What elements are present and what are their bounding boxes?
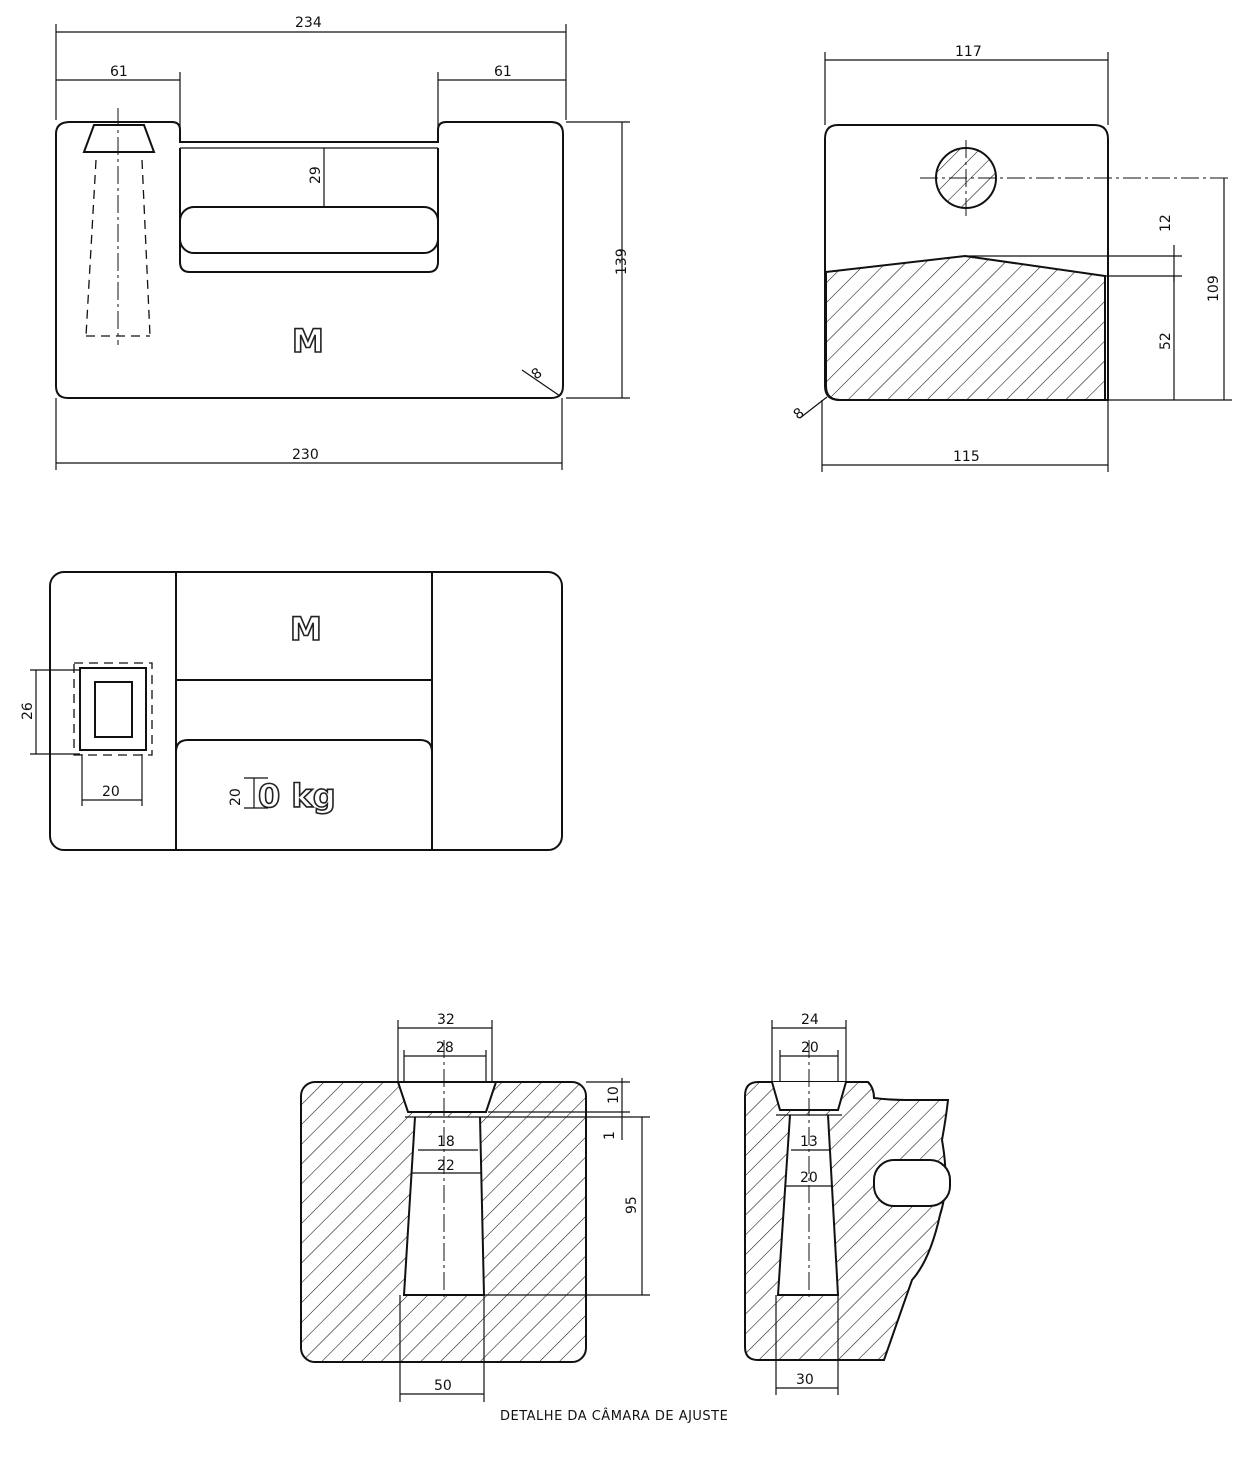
top-dim-char-height: 20 [228, 788, 244, 806]
detail-left-section: 32 28 10 1 18 22 95 50 [300, 1012, 650, 1402]
front-dim-height: 139 [614, 248, 630, 275]
front-dim-handle-gap: 29 [308, 166, 324, 184]
front-dim-radius: 8 [529, 365, 546, 383]
side-dim-top: 117 [955, 44, 982, 60]
front-dim-bottom: 230 [292, 447, 319, 463]
detail-left-dim-plug-height: 10 [606, 1086, 622, 1104]
side-dim-hole-offset: 12 [1158, 214, 1174, 232]
side-dim-hole-height: 109 [1206, 275, 1222, 302]
top-dim-slot-width: 20 [102, 784, 120, 800]
detail-left-dim-gap: 1 [602, 1131, 618, 1140]
front-view: M 234 61 61 29 139 230 8 [55, 15, 630, 470]
detail-right-dim-cavity-bottom: 30 [796, 1372, 814, 1388]
detail-right-dim-inner-top: 20 [801, 1040, 819, 1056]
detail-left-dim-cavity-bottom: 50 [434, 1378, 452, 1394]
detail-right-dim-outer-top: 24 [801, 1012, 819, 1028]
detail-left-dim-outer-top: 32 [437, 1012, 455, 1028]
detail-right-dim-neck: 13 [800, 1134, 818, 1150]
front-dim-top: 234 [295, 15, 322, 31]
detail-left-dim-depth: 95 [624, 1196, 640, 1214]
side-dim-body: 52 [1158, 332, 1174, 350]
side-view: 117 12 109 52 8 115 [791, 44, 1232, 472]
detail-left-dim-neck: 18 [437, 1134, 455, 1150]
detail-left-dim-inner-top: 28 [436, 1040, 454, 1056]
detail-left-dim-cavity-top: 22 [437, 1158, 455, 1174]
front-mark: M [292, 322, 324, 360]
detail-caption: DETALHE DA CÂMARA DE AJUSTE [500, 1408, 728, 1424]
top-weight-label: 0 kg [258, 777, 336, 815]
top-view: M 0 kg 26 20 20 [20, 571, 563, 851]
detail-right-section: 24 20 13 20 30 [744, 1012, 951, 1395]
detail-right-dim-cavity-top: 20 [800, 1170, 818, 1186]
side-dim-bottom: 115 [953, 449, 980, 465]
front-dim-left-block: 61 [110, 64, 128, 80]
front-dim-right-block: 61 [494, 64, 512, 80]
top-mark: M [290, 610, 322, 648]
top-dim-slot-height: 26 [20, 702, 36, 720]
